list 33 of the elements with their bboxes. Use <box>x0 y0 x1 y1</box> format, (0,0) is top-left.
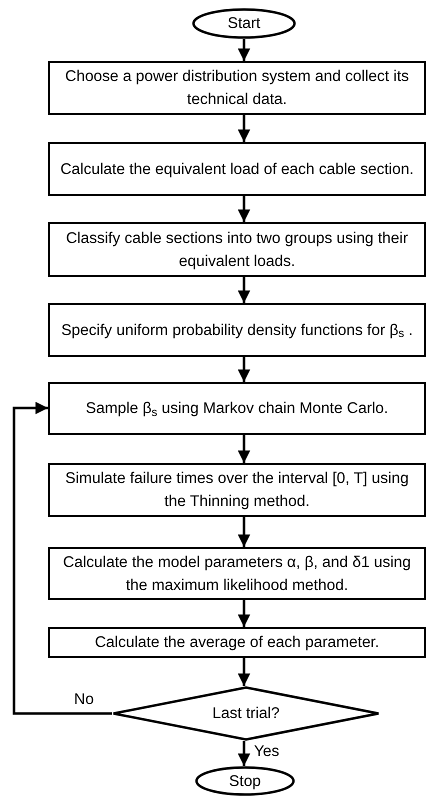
process-box <box>48 142 426 196</box>
step-text: Specify uniform probability density functions for β$_{s}$ . <box>61 320 413 342</box>
arrow <box>238 115 250 142</box>
process-box <box>48 61 426 115</box>
arrow <box>238 658 250 686</box>
arrow <box>238 517 250 547</box>
step-text: Calculate the model parameters α, β, and δ1 using the maximum likelihood method. <box>62 552 412 596</box>
arrow <box>238 196 250 222</box>
process-box <box>48 382 426 435</box>
step-text: Choose a power distribution system and collect its technical data. <box>64 67 410 110</box>
arrow <box>238 357 250 382</box>
process-box <box>48 547 426 600</box>
process-box <box>48 303 426 357</box>
arrow <box>12 402 112 715</box>
step-text: Simulate failure times over the interval [0, T] using the Thinning method. <box>64 469 410 512</box>
step-text: Sample β$_{s}$ using Markov chain Monte Carlo. <box>86 399 388 420</box>
arrow <box>238 39 250 61</box>
arrow <box>238 277 250 303</box>
step-text: Last trial? <box>212 704 280 724</box>
arrow <box>238 741 250 766</box>
arrow <box>238 600 250 627</box>
step-text: Start <box>228 14 260 34</box>
terminal-ellipse <box>192 8 296 39</box>
step-text: Classify cable sections into two groups using their equivalent loads. <box>64 228 410 272</box>
process-box <box>48 463 426 517</box>
terminal-ellipse <box>195 766 295 796</box>
step-text: Calculate the equivalent load of each cable section. <box>60 160 414 180</box>
process-box <box>48 627 426 658</box>
decision-diamond <box>112 686 380 741</box>
step-text: Stop <box>229 772 261 792</box>
step-text: Calculate the average of each parameter. <box>94 633 380 653</box>
arrow <box>238 435 250 463</box>
process-box <box>48 222 426 277</box>
